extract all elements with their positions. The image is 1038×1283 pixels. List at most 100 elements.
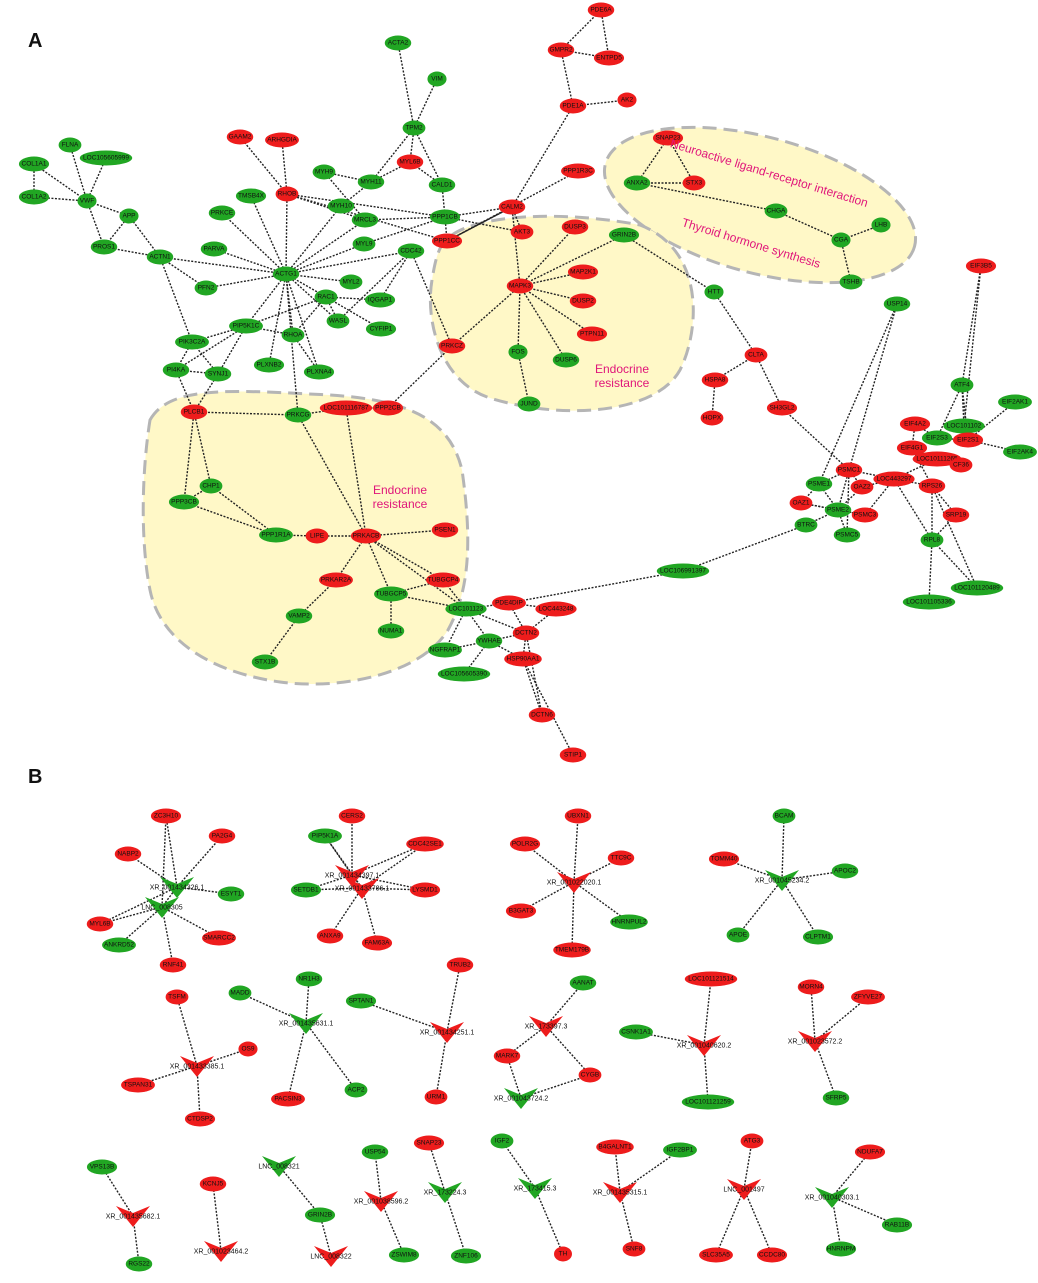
gene-node-cga[interactable]: CGA	[831, 232, 851, 248]
gene-node-tsfm[interactable]: TSFM	[165, 989, 189, 1005]
gene-node-slc35a5[interactable]: SLC35A5	[699, 1247, 733, 1263]
lncrna-node-xr-001433385-1[interactable]: XR_001433385.1	[170, 1056, 225, 1077]
gene-node-loc105605390[interactable]: LOC105605390	[437, 666, 491, 682]
gene-node-esyt1[interactable]: ESYT1	[217, 886, 245, 902]
gene-node-anxa9[interactable]: ANXA9	[316, 928, 344, 944]
lncrna-node-xr-173397-3[interactable]: XR_173397.3	[525, 1016, 568, 1037]
gene-node-arhgdia[interactable]: ARHGDIA	[265, 132, 299, 148]
gene-node-hopx[interactable]: HOPX	[700, 410, 724, 426]
lncrna-node-lnc-008305[interactable]: LNC_008305	[141, 897, 183, 918]
lncrna-node-xr-001040303-1[interactable]: XR_001040303.1	[805, 1187, 860, 1208]
gene-node-urm1[interactable]: URM1	[424, 1089, 448, 1105]
gene-node-ubxn1[interactable]: UBXN1	[564, 808, 592, 824]
gene-node-ptpn11[interactable]: PTPN11	[576, 326, 608, 342]
gene-node-tspan31[interactable]: TSPAN31	[121, 1077, 155, 1093]
gene-node-usp14[interactable]: USP14	[883, 296, 911, 312]
gene-node-trub2[interactable]: TRUB2	[446, 957, 474, 973]
gene-node-dctn2[interactable]: DCTN2	[512, 625, 540, 641]
gene-node-dusp6[interactable]: DUSP6	[552, 352, 580, 368]
gene-node-pde4dip[interactable]: PDE4DIP	[492, 595, 526, 611]
gene-node-ankrd52[interactable]: ANKRD52	[102, 937, 136, 953]
gene-node-numa1[interactable]: NUMA1	[377, 623, 405, 639]
gene-node-flna[interactable]: FLNA	[58, 137, 82, 153]
gene-node-ctdsp2[interactable]: CTDSP2	[184, 1111, 216, 1127]
gene-node-zswim8[interactable]: ZSWIM8	[388, 1247, 420, 1263]
gene-node-loc101121514[interactable]: LOC101121514	[684, 971, 738, 987]
gene-node-morn4[interactable]: MORN4	[797, 979, 825, 995]
gene-node-loc443248[interactable]: LOC443248	[535, 601, 577, 617]
gene-node-atg3[interactable]: ATG3	[740, 1133, 764, 1149]
gene-node-oaz1[interactable]: OAZ1	[789, 495, 813, 511]
lncrna-node-xr-001435682-1[interactable]: XR_001435682.1	[106, 1206, 161, 1227]
gene-node-apoe[interactable]: APOE	[726, 927, 750, 943]
gene-node-eif2s1[interactable]: EIF2S1	[952, 432, 984, 448]
gene-node-hnrnpul2[interactable]: HNRNPUL2	[610, 914, 648, 930]
gene-node-pde1a[interactable]: PDE1A	[559, 98, 587, 114]
gene-node-stx3[interactable]: STX3	[682, 175, 706, 191]
gene-node-htt[interactable]: HTT	[704, 284, 724, 300]
gene-node-loc10111265[interactable]: LOC10111265	[912, 451, 962, 467]
gene-node-cf36[interactable]: CF36	[949, 457, 973, 473]
gene-node-ngfrap1[interactable]: NGFRAP1	[428, 642, 462, 658]
gene-node-actg1[interactable]: ACTG1	[272, 266, 300, 282]
gene-node-pa2g4[interactable]: PA2G4	[208, 828, 236, 844]
gene-node-pip5k1c[interactable]: PIP5K1C	[229, 318, 263, 334]
gene-node-dusp3[interactable]: DUSP3	[561, 219, 589, 235]
gene-node-ccdc80[interactable]: CCDC80	[756, 1247, 788, 1263]
gene-node-grin2b[interactable]: GRIN2B	[608, 227, 640, 243]
gene-node-gmpr2[interactable]: GMPR2	[547, 42, 575, 58]
lncrna-node-xr-001434326-1[interactable]: XR_001434326.1	[150, 877, 205, 898]
gene-node-rps26[interactable]: RPS26	[918, 478, 946, 494]
gene-node-b4galnt1[interactable]: B4GALNT1	[596, 1139, 634, 1155]
gene-node-clptm1[interactable]: CLPTM1	[802, 929, 834, 945]
lncrna-node-lnc-001497[interactable]: LNC_001497	[723, 1179, 765, 1200]
lncrna-node-xr-001038596-2[interactable]: XR_001038596.2	[354, 1191, 409, 1212]
lncrna-node-xr-001435631-1[interactable]: XR_001435631.1	[279, 1013, 334, 1034]
gene-node-eif2s3[interactable]: EIF2S3	[921, 430, 953, 446]
gene-node-hnrnpm[interactable]: HNRNPM	[825, 1241, 857, 1257]
gene-node-acta2[interactable]: ACTA2	[384, 35, 412, 51]
gene-node-eif4g1[interactable]: EIF4G1	[896, 440, 928, 456]
gene-node-plxnb2[interactable]: PLXNB2	[253, 357, 285, 373]
gene-node-lipe[interactable]: LIPE	[305, 528, 329, 544]
gene-node-th[interactable]: TH	[554, 1246, 572, 1262]
gene-node-clta[interactable]: CLTA	[744, 347, 768, 363]
gene-node-tubgcp5[interactable]: TUBGCP5	[374, 586, 408, 602]
gene-node-psmc3[interactable]: PSMC3	[851, 507, 879, 523]
gene-node-mrcl3[interactable]: MRCL3	[351, 212, 379, 228]
gene-node-iqgap1[interactable]: IQGAP1	[364, 292, 396, 308]
gene-node-myl9[interactable]: MYL9	[352, 236, 376, 252]
gene-node-actn1[interactable]: ACTN1	[146, 249, 174, 265]
gene-node-pi4ka[interactable]: PI4KA	[162, 362, 190, 378]
gene-node-nr1h3[interactable]: NR1H3	[295, 971, 323, 987]
gene-node-prkcz[interactable]: PRKCZ	[438, 338, 466, 354]
gene-node-loc101123[interactable]: LOC101123	[445, 601, 487, 617]
gene-node-fam63a[interactable]: FAM63A	[361, 935, 393, 951]
gene-node-ndufa7[interactable]: NDUFA7	[854, 1144, 886, 1160]
gene-node-rhob[interactable]: RHOB	[275, 186, 299, 202]
gene-node-ywhae[interactable]: YWHAE	[475, 633, 503, 649]
gene-node-pip5k1a[interactable]: PIP5K1A	[308, 828, 342, 844]
gene-node-myh10[interactable]: MYH10	[327, 198, 355, 214]
gene-node-mapk3[interactable]: MAPK3	[506, 278, 534, 294]
gene-node-rac1[interactable]: RAC1	[314, 289, 338, 305]
gene-node-prkcg[interactable]: PRKCG	[284, 407, 312, 423]
gene-node-wasl[interactable]: WASL	[326, 313, 350, 329]
gene-node-cygb[interactable]: CYGB	[578, 1067, 602, 1083]
gene-node-prkar2a[interactable]: PRKAR2A	[319, 572, 353, 588]
gene-node-cdc42[interactable]: CDC42	[397, 243, 425, 259]
gene-node-map2k1[interactable]: MAP2K1	[567, 264, 599, 280]
gene-node-tmsb4x[interactable]: TMSB4X	[235, 188, 267, 204]
lncrna-node-xr-001045234-2[interactable]: XR_001045234.2	[755, 870, 810, 891]
gene-node-psen1[interactable]: PSEN1	[431, 522, 459, 538]
gene-node-ttc9c[interactable]: TTC9C	[607, 850, 635, 866]
gene-node-acp2[interactable]: ACP2	[344, 1082, 368, 1098]
gene-node-bcam[interactable]: BCAM	[772, 808, 796, 824]
lncrna-node-xr-001043724-2[interactable]: XR_001043724.2	[494, 1088, 549, 1109]
lncrna-node-lnc-008322[interactable]: LNC_008322	[310, 1246, 352, 1267]
gene-node-entpd5[interactable]: ENTPD5	[593, 50, 625, 66]
gene-node-usp54[interactable]: USP54	[361, 1144, 389, 1160]
gene-node-tpm2[interactable]: TPM2	[402, 120, 426, 136]
gene-node-myl2[interactable]: MYL2	[339, 274, 363, 290]
gene-node-igf2[interactable]: IGF2	[490, 1133, 514, 1149]
